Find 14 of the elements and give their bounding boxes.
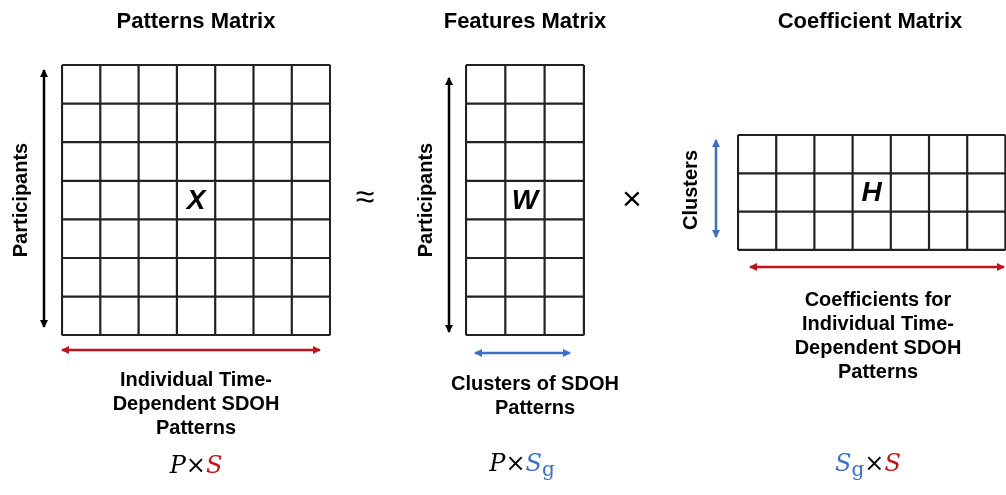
axis-label: Clusters of SDOH Patterns (450, 371, 620, 419)
matrix-title: Patterns Matrix (116, 8, 276, 34)
approx-sign: ≈ (355, 176, 375, 216)
formula: P×S$_{g}$ (489, 448, 555, 482)
formula: P×S (169, 451, 223, 479)
multiply-sign: × (622, 178, 642, 218)
axis-label: Participants (413, 142, 437, 258)
matrix-title: Features Matrix (443, 8, 607, 34)
axis-label: Individual Time-Dependent SDOH Patterns (111, 367, 281, 439)
matrix-title: Coefficient Matrix (777, 8, 963, 34)
axis-label: Participants (8, 142, 32, 258)
formula: S$_{g}$×S (835, 448, 901, 482)
axis-label: Coefficients for Individual Time-Dependent SDOH Patterns (793, 287, 963, 383)
axis-label: Clusters (678, 150, 702, 230)
